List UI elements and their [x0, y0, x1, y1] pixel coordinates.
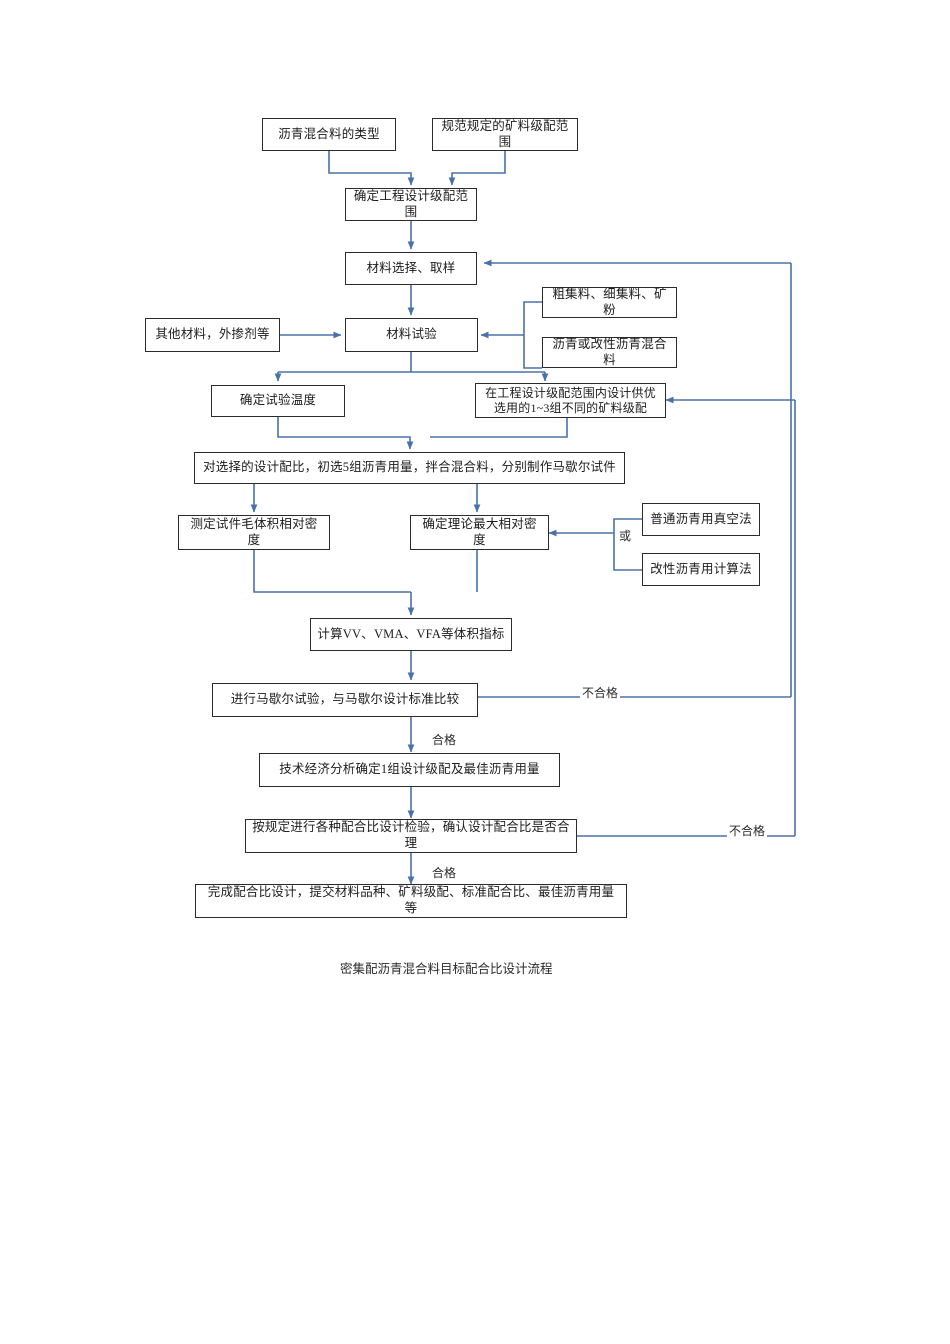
node-prepare-marshall-specimens[interactable]: 对选择的设计配比，初选5组沥青用量，拌合混合料，分别制作马歇尔试件 — [194, 452, 625, 484]
node-label: 完成配合比设计，提交材料品种、矿料级配、标准配合比、最佳沥青用量等 — [207, 885, 615, 915]
node-label: 沥青混合料的类型 — [278, 126, 380, 141]
edge-label-text: 或 — [619, 529, 632, 543]
node-label: 在工程设计级配范围内设计供优选用的1~3组不同的矿料级配 — [485, 386, 656, 415]
node-design-1-to-3-gradations[interactable]: 在工程设计级配范围内设计供优选用的1~3组不同的矿料级配 — [475, 383, 666, 418]
node-marshall-test-comparison[interactable]: 进行马歇尔试验，与马歇尔设计标准比较 — [212, 683, 478, 717]
edge-label-text: 不合格 — [582, 686, 619, 700]
node-measure-bulk-relative-density[interactable]: 测定试件毛体积相对密度 — [178, 515, 330, 550]
node-label: 对选择的设计配比，初选5组沥青用量，拌合混合料，分别制作马歇尔试件 — [203, 460, 616, 475]
node-calculate-volumetric-indices[interactable]: 计算VV、VMA、VFA等体积指标 — [310, 618, 512, 651]
node-material-test[interactable]: 材料试验 — [345, 318, 478, 352]
diagram-caption: 密集配沥青混合料目标配合比设计流程 — [340, 958, 553, 977]
node-technical-economic-analysis[interactable]: 技术经济分析确定1组设计级配及最佳沥青用量 — [259, 753, 560, 787]
edge-label-pass-verification: 合格 — [430, 864, 459, 881]
node-label: 按规定进行各种配合比设计检验，确认设计配合比是否合理 — [252, 820, 570, 850]
node-determine-max-theoretical-density[interactable]: 确定理论最大相对密度 — [410, 515, 549, 550]
node-verify-mix-design-checks[interactable]: 按规定进行各种配合比设计检验，确认设计配合比是否合理 — [245, 819, 577, 853]
edge-label-or: 或 — [617, 527, 634, 544]
node-coarse-fine-aggregate-filler[interactable]: 粗集料、细集料、矿粉 — [542, 287, 677, 318]
node-label: 粗集料、细集料、矿粉 — [552, 286, 667, 317]
node-spec-aggregate-gradation-range[interactable]: 规范规定的矿料级配范围 — [432, 118, 578, 151]
edge-label-text: 合格 — [432, 866, 457, 880]
node-complete-mix-design-submission[interactable]: 完成配合比设计，提交材料品种、矿料级配、标准配合比、最佳沥青用量等 — [195, 884, 627, 918]
node-label: 改性沥青用计算法 — [650, 561, 752, 576]
node-label: 进行马歇尔试验，与马歇尔设计标准比较 — [230, 692, 460, 707]
node-material-selection-sampling[interactable]: 材料选择、取样 — [345, 252, 477, 285]
node-label: 测定试件毛体积相对密度 — [190, 516, 318, 547]
diagram-caption-text: 密集配沥青混合料目标配合比设计流程 — [340, 962, 553, 976]
node-label: 确定试验温度 — [239, 393, 317, 408]
node-label: 普通沥青用真空法 — [650, 511, 752, 526]
node-calculation-method-modified-asphalt[interactable]: 改性沥青用计算法 — [642, 553, 760, 586]
node-label: 规范规定的矿料级配范围 — [441, 118, 569, 149]
node-label: 材料选择、取样 — [366, 260, 456, 275]
node-asphalt-mixture-type[interactable]: 沥青混合料的类型 — [262, 118, 396, 151]
node-determine-project-gradation-range[interactable]: 确定工程设计级配范围 — [345, 188, 477, 221]
edge-label-fail-marshall: 不合格 — [580, 684, 621, 701]
edge-label-pass-marshall: 合格 — [430, 731, 459, 748]
edge-label-text: 合格 — [432, 733, 457, 747]
node-other-materials-admixtures[interactable]: 其他材料，外掺剂等 — [145, 318, 280, 352]
node-label: 其他材料，外掺剂等 — [155, 327, 270, 342]
edge-label-text: 不合格 — [729, 824, 766, 838]
edge-label-fail-verification: 不合格 — [727, 822, 768, 839]
node-asphalt-or-modified-asphalt-mixture[interactable]: 沥青或改性沥青混合料 — [542, 337, 677, 368]
node-vacuum-method-ordinary-asphalt[interactable]: 普通沥青用真空法 — [642, 503, 760, 536]
node-label: 确定工程设计级配范围 — [353, 188, 469, 219]
node-label: 技术经济分析确定1组设计级配及最佳沥青用量 — [279, 762, 540, 777]
node-label: 材料试验 — [386, 327, 437, 342]
node-label: 确定理论最大相对密度 — [422, 516, 537, 547]
node-label: 计算VV、VMA、VFA等体积指标 — [317, 626, 505, 641]
node-label: 沥青或改性沥青混合料 — [552, 336, 667, 367]
node-determine-test-temperature[interactable]: 确定试验温度 — [211, 385, 345, 417]
